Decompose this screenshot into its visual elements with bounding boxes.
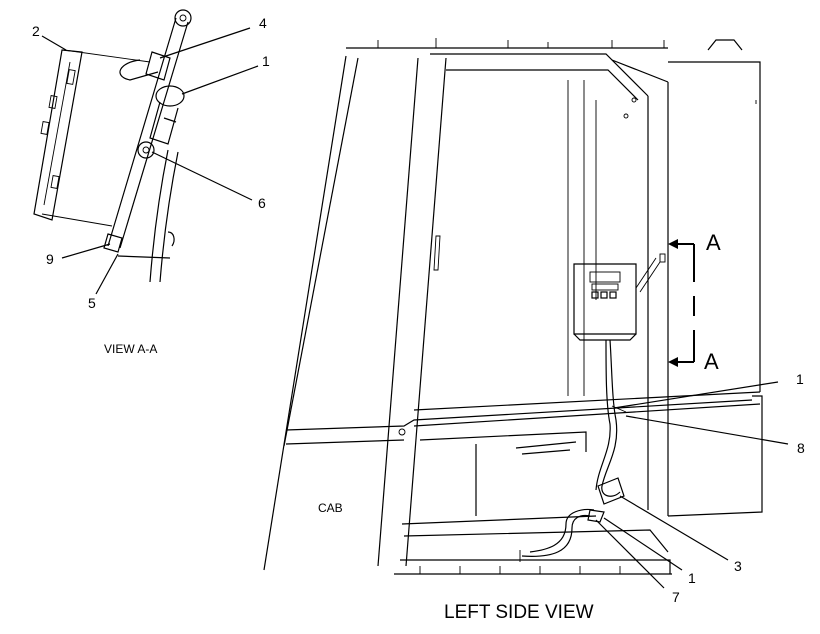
callout-9: 9 — [46, 251, 54, 267]
cab-left-side — [263, 38, 763, 575]
callout-6: 6 — [258, 195, 266, 211]
callout-1-lower: 1 — [688, 570, 696, 586]
view-aa-detail — [33, 9, 192, 283]
view-aa-label: VIEW A-A — [104, 342, 157, 356]
cab-label: CAB — [318, 501, 343, 515]
view-aa-leaders — [41, 27, 259, 295]
section-mark-top: A — [706, 230, 721, 255]
section-marker — [668, 239, 695, 367]
callout-1-upper: 1 — [796, 371, 804, 387]
left-side-leaders — [595, 381, 789, 589]
callout-3: 3 — [734, 558, 742, 574]
section-mark-bottom: A — [704, 349, 719, 374]
control-box — [573, 253, 666, 341]
left-side-view-caption: LEFT SIDE VIEW — [444, 602, 594, 623]
cable — [519, 339, 627, 562]
callout-7: 7 — [672, 589, 680, 605]
callout-5: 5 — [88, 295, 96, 311]
callout-1: 1 — [262, 53, 270, 69]
callout-8: 8 — [797, 440, 805, 456]
callout-2: 2 — [32, 23, 40, 39]
callout-4: 4 — [259, 15, 267, 31]
